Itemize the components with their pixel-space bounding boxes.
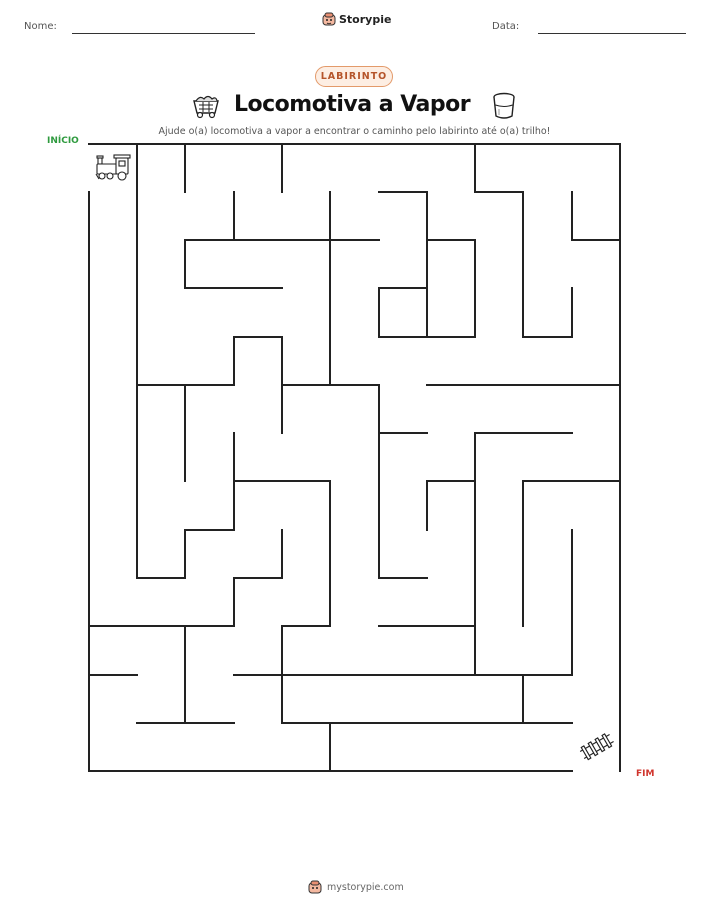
page-title: Locomotiva a Vapor — [234, 92, 471, 117]
brand-logo: Storypie — [322, 12, 391, 27]
railroad-track-icon — [579, 733, 614, 761]
storypie-mascot-icon — [322, 12, 336, 26]
date-label: Data: — [492, 21, 520, 32]
instructions: Ajude o(a) locomotiva a vapor a encontra… — [158, 126, 551, 137]
coal-cart-icon — [193, 95, 219, 119]
name-line[interactable] — [72, 33, 255, 34]
maze-walls — [88, 143, 621, 772]
bucket-icon — [493, 92, 515, 119]
maze-badge: LABIRINTO — [315, 66, 393, 87]
name-label: Nome: — [24, 21, 57, 32]
date-line[interactable] — [538, 33, 686, 34]
brand-name: Storypie — [339, 13, 392, 26]
end-label: FIM — [636, 769, 655, 779]
storypie-mascot-icon — [308, 880, 322, 894]
footer-url[interactable]: mystorypie.com — [327, 882, 404, 893]
footer-logo — [308, 880, 322, 899]
start-label: INÍCIO — [47, 136, 79, 146]
steam-locomotive-icon — [95, 154, 131, 181]
